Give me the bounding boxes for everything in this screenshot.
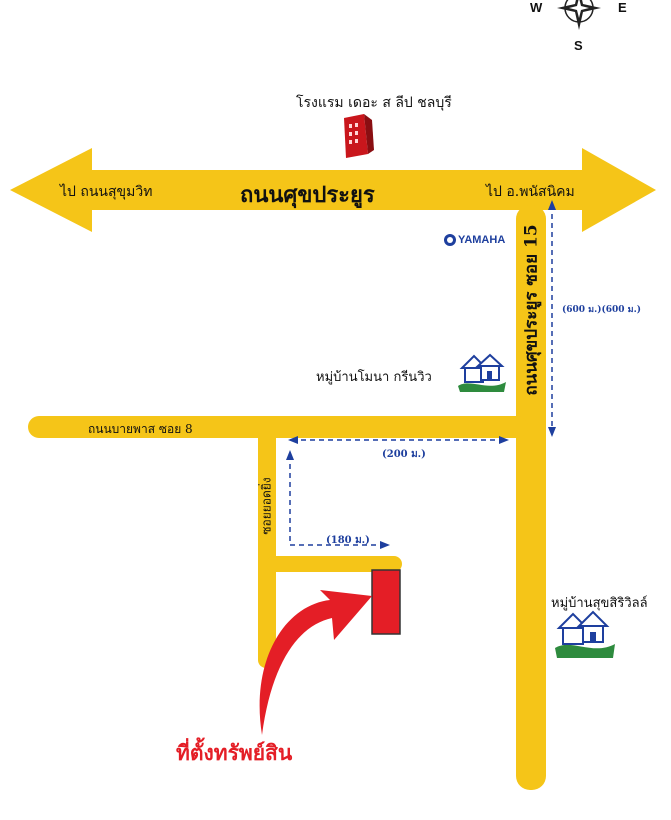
side-road-distance: (200 ม.)	[382, 449, 426, 460]
side-road-name: ถนนบายพาส ซอย 8	[88, 422, 193, 436]
distance-arrowheads	[286, 200, 556, 549]
vertical-road-shape	[516, 205, 546, 790]
branch-road-shape	[266, 556, 402, 572]
village-mona-greenview-label: หมู่บ้านโมนา กรีนวิว	[316, 370, 432, 385]
vertical-road-name: ถนนศุขประยูร ซอย 15	[521, 224, 542, 396]
vertical-road-distance: (600 ม.)(600 ม.)	[562, 305, 642, 315]
main-road-shape	[10, 148, 656, 232]
main-road-name: ถนนศุขประยูร	[240, 182, 375, 208]
side-road-shape	[28, 416, 528, 438]
property-location-label: ที่ตั้งทรัพย์สิน	[176, 740, 293, 765]
compass-south-label: S	[574, 38, 583, 53]
main-road-right-direction: ไป อ.พนัสนิคม	[486, 184, 575, 200]
hotel-name: โรงแรม เดอะ ส ลีป ชลบุรี	[296, 95, 452, 111]
alley-name: ซอยยอดยิ่ง	[259, 477, 274, 535]
yamaha-logo-icon	[444, 234, 456, 246]
distance-guides	[289, 205, 553, 546]
alley-distance: (180 ม.)	[326, 535, 370, 546]
village-suksiri-ville-label: หมู่บ้านสุขสิริวิลล์	[551, 596, 648, 611]
main-road-left-direction: ไป ถนนสุขุมวิท	[60, 184, 153, 200]
property-pointer-arrow	[259, 590, 372, 735]
yamaha-brand: YAMAHA	[458, 234, 506, 246]
compass-icon	[557, 0, 601, 30]
village-house-icon-2	[555, 610, 615, 658]
property-marker	[371, 569, 401, 635]
hotel-building-icon	[344, 114, 374, 158]
compass-east-label: E	[618, 0, 627, 15]
village-house-icon	[458, 353, 506, 392]
alley-shape	[258, 428, 276, 668]
roads	[10, 148, 656, 790]
compass-west-label: W	[530, 0, 543, 15]
